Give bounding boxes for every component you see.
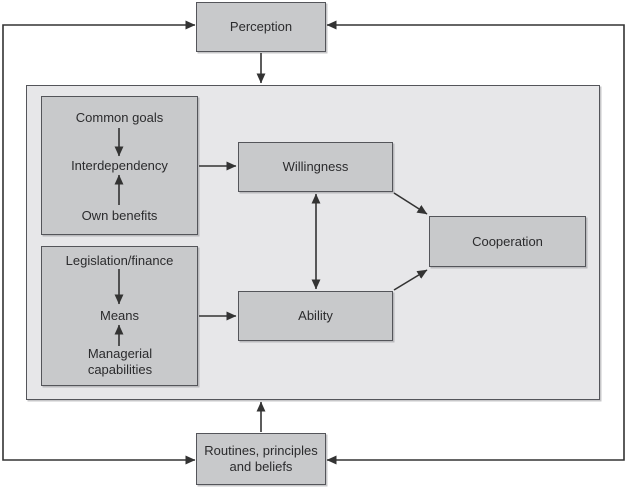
routines-node: Routines, principles and beliefs (196, 433, 326, 485)
ability-factors-box: Legislation/finance Means Managerial cap… (41, 246, 198, 386)
managerial-capabilities-label: Managerial capabilities (87, 346, 153, 377)
routines-label: Routines, principles and beliefs (204, 443, 318, 474)
willingness-factors-box: Common goals Interdependency Own benefit… (41, 96, 198, 235)
perception-node: Perception (196, 2, 326, 52)
willingness-label: Willingness (282, 159, 349, 174)
willingness-node: Willingness (238, 142, 393, 192)
cooperation-node: Cooperation (429, 216, 586, 267)
ability-node: Ability (238, 291, 393, 341)
means-label: Means (99, 308, 140, 323)
interdependency-label: Interdependency (71, 158, 168, 173)
legislation-finance-label: Legislation/finance (65, 253, 174, 268)
own-benefits-label: Own benefits (81, 208, 158, 223)
ability-label: Ability (298, 308, 333, 323)
perception-label: Perception (229, 19, 293, 34)
common-goals-label: Common goals (75, 110, 164, 125)
cooperation-label: Cooperation (472, 233, 543, 249)
